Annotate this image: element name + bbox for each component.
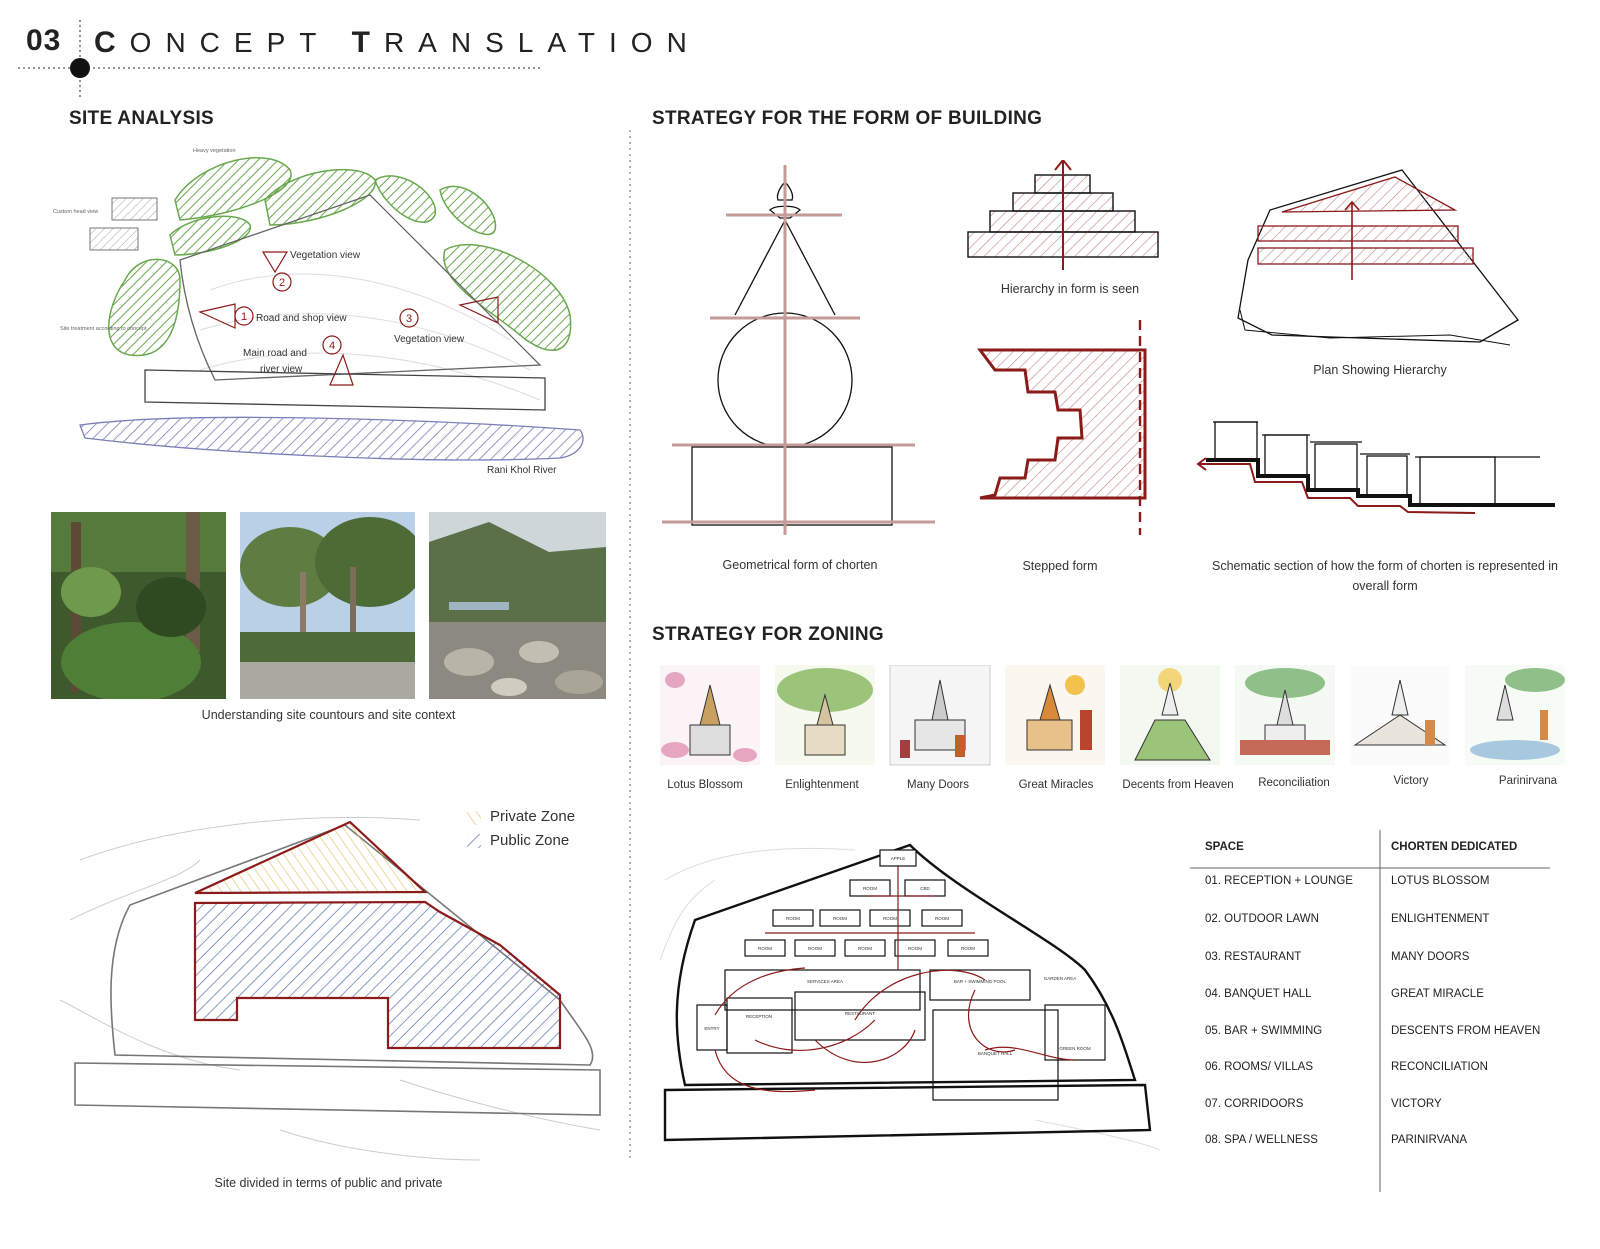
thumb-enlightenment <box>775 665 875 765</box>
plan-label-bar: BAR + SWIMMING POOL <box>954 979 1007 984</box>
table-row-chorten: RECONCILIATION <box>1391 1061 1488 1073</box>
plan-label-garden: GARDEN AREA <box>1044 976 1077 981</box>
thumb-great-miracles <box>1005 665 1105 765</box>
plan-label-services: SERVICES AREA <box>807 979 843 984</box>
caption-chorten-geometry: Geometrical form of chorten <box>722 558 878 572</box>
view-number-3: 3 <box>406 313 412 325</box>
plan-label-room-d: ROOM <box>883 916 897 921</box>
table-row-space: 08. SPA / WELLNESS <box>1205 1134 1318 1146</box>
view-number-2: 2 <box>279 277 285 289</box>
table-row-chorten: GREAT MIRACLE <box>1391 988 1484 1000</box>
plan-label-room-g: ROOM <box>808 946 822 951</box>
plan-label-reception: RECEPTION <box>746 1014 772 1019</box>
form-strategy-diagrams <box>662 160 1555 535</box>
table-row-chorten: DESCENTS FROM HEAVEN <box>1391 1025 1541 1037</box>
plan-label-restaurant: RESTAURANT <box>845 1011 875 1016</box>
plan-label-room-h: ROOM <box>858 946 872 951</box>
table-row-space: 04. BANQUET HALL <box>1205 988 1312 1000</box>
title-initial-t: T <box>351 26 384 59</box>
caption-stepped-form: Stepped form <box>1022 559 1098 573</box>
view-number-4: 4 <box>329 340 335 352</box>
plan-label-green-room: GREEN ROOM <box>1059 1046 1091 1051</box>
plan-label-room-e: ROOM <box>935 916 949 921</box>
site-photo-river <box>429 512 606 699</box>
thumb-lotus-blossom <box>660 665 760 765</box>
chorten-label-1: Enlightenment <box>785 779 859 791</box>
title-word-1: ONCEPT <box>129 27 330 58</box>
plan-label-room-b: ROOM <box>786 916 800 921</box>
plan-label-entry: ENTRY <box>704 1026 719 1031</box>
thumb-decents-from-heaven <box>1120 665 1220 765</box>
table-row-chorten: PARINIRVANA <box>1391 1134 1468 1146</box>
caption-schematic-section-2: overall form <box>1352 579 1418 593</box>
plan-label-room-f: ROOM <box>758 946 772 951</box>
table-row-space: 05. BAR + SWIMMING <box>1205 1025 1323 1037</box>
table-row-chorten: LOTUS BLOSSOM <box>1391 875 1490 887</box>
caption-schematic-section-1: Schematic section of how the form of cho… <box>1211 559 1558 573</box>
thumb-many-doors <box>889 665 991 766</box>
site-analysis-map: 1 2 3 4 Vegetation view Road and shop vi… <box>53 148 584 476</box>
thumb-reconciliation <box>1235 665 1335 765</box>
table-row-space: 03. RESTAURANT <box>1205 951 1302 963</box>
header-rule <box>18 20 540 100</box>
zoning-bubble-plan: APPLE ROOM CBD ROOM ROOM ROOM ROOM ROOM … <box>659 843 1161 1151</box>
plan-label-banquet: BANQUET HALL <box>978 1051 1013 1056</box>
site-analysis-title: SITE ANALYSIS <box>69 108 215 129</box>
label-vegetation-view-3: Vegetation view <box>394 334 465 345</box>
zoning-caption: Site divided in terms of public and priv… <box>214 1176 443 1190</box>
plan-label-cbd: CBD <box>920 886 930 891</box>
sheet-number: 03 <box>26 24 62 57</box>
table-row-space: 01. RECEPTION + LOUNGE <box>1205 875 1353 887</box>
table-row-chorten: ENLIGHTENMENT <box>1391 913 1490 925</box>
plan-label-room-j: ROOM <box>961 946 975 951</box>
label-heavy-vegetation: Heavy vegetation <box>193 148 236 154</box>
label-road-shop-view: Road and shop view <box>256 313 347 324</box>
label-custom-head: Custom head view <box>53 209 98 215</box>
site-photo-trees <box>240 512 415 699</box>
label-site-treatment: Site treatment according to concept <box>60 326 147 332</box>
plan-label-room-i: ROOM <box>908 946 922 951</box>
table-row-chorten: VICTORY <box>1391 1098 1442 1110</box>
zoning-strategy-title: STRATEGY FOR ZONING <box>652 624 884 645</box>
form-strategy-title: STRATEGY FOR THE FORM OF BUILDING <box>652 108 1043 129</box>
plan-label-apple: APPLE <box>891 856 906 861</box>
thumb-parinirvana <box>1465 665 1565 765</box>
chorten-label-7: Parinirvana <box>1498 775 1558 787</box>
public-private-zoning-diagram <box>59 816 601 1161</box>
legend-swatches <box>467 811 481 848</box>
label-vegetation-view-2: Vegetation view <box>290 250 361 261</box>
table-header-space: SPACE <box>1205 841 1244 853</box>
chorten-label-5: Reconciliation <box>1258 777 1330 789</box>
plan-label-room-c: ROOM <box>833 916 847 921</box>
thumb-victory <box>1350 665 1450 765</box>
chorten-label-6: Victory <box>1393 775 1429 787</box>
chorten-label-2: Many Doors <box>907 779 969 791</box>
chorten-label-3: Great Miracles <box>1018 779 1094 791</box>
view-number-1: 1 <box>241 311 247 323</box>
photos-caption: Understanding site countours and site co… <box>201 708 456 722</box>
chorten-label-4: Decents from Heaven <box>1122 779 1234 791</box>
table-header-chorten: CHORTEN DEDICATED <box>1391 841 1518 853</box>
caption-plan-hierarchy: Plan Showing Hierarchy <box>1313 363 1447 377</box>
table-row-space: 06. ROOMS/ VILLAS <box>1205 1061 1314 1073</box>
label-main-road-1: Main road and <box>243 348 307 359</box>
legend-private: Private Zone <box>490 808 576 825</box>
legend-public: Public Zone <box>490 832 570 849</box>
column-divider <box>629 130 631 1160</box>
table-row-space: 07. CORRIDOORS <box>1205 1098 1304 1110</box>
table-row-chorten: MANY DOORS <box>1391 951 1470 963</box>
chorten-label-0: Lotus Blossom <box>667 779 743 791</box>
chorten-thumbnails <box>660 665 1565 766</box>
sheet-title: CONCEPT TRANSLATION <box>94 26 701 60</box>
plan-label-room-a: ROOM <box>863 886 877 891</box>
chorten-geometry <box>691 181 893 526</box>
caption-hierarchy: Hierarchy in form is seen <box>1000 282 1140 296</box>
label-river: Rani Khol River <box>487 465 557 476</box>
site-photo-forest <box>51 512 226 699</box>
table-row-space: 02. OUTDOOR LAWN <box>1205 913 1319 925</box>
title-word-2: RANSLATION <box>383 27 701 58</box>
title-initial-c: C <box>94 26 130 59</box>
label-main-road-2: river view <box>260 364 303 375</box>
space-table-lines <box>1190 830 1550 1192</box>
